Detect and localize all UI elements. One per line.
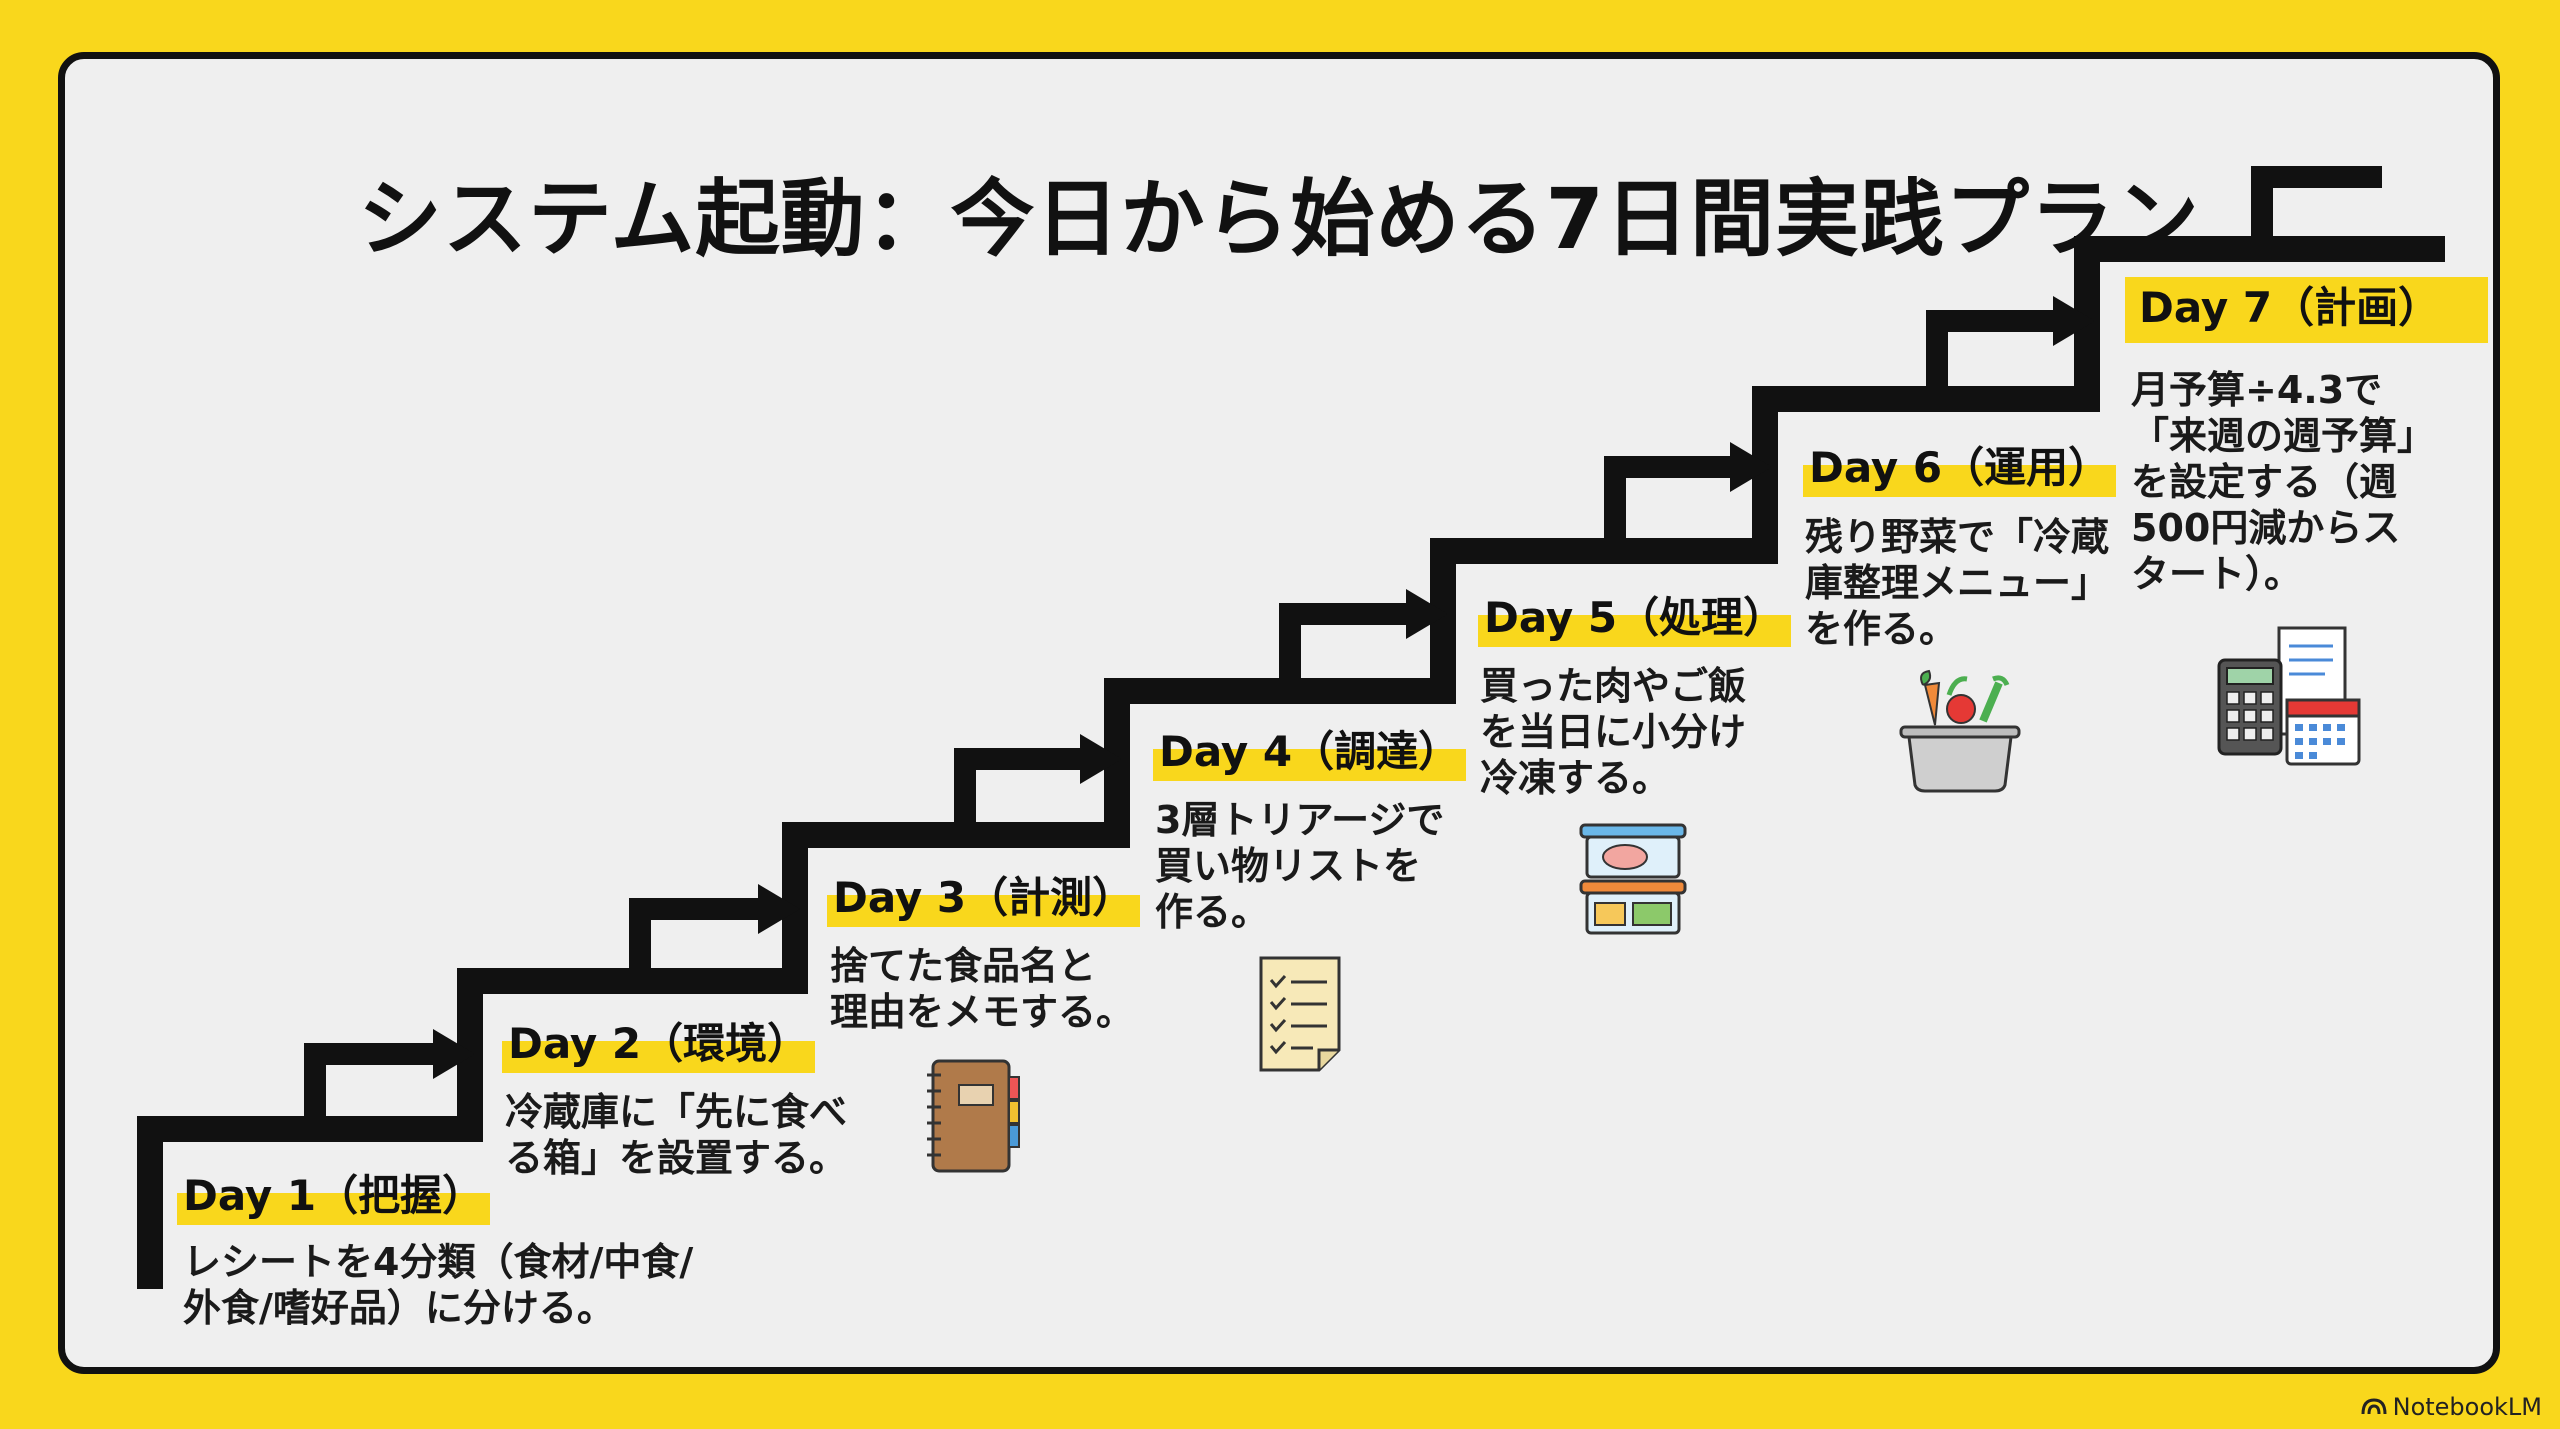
step-label-day4: Day 4（調達） [1153,723,1467,782]
vegetable-pot-icon [1899,669,2021,793]
step-text-day3: 捨てた食品名と 理由をメモする。 [830,944,1135,1034]
notebook-icon [927,1059,1020,1173]
step-text-day4: 3層トリアージで 買い物リストを 作る。 [1155,798,1445,934]
step-label-day1: Day 1（把握） [177,1167,491,1226]
brand-name: NotebookLM [2392,1393,2542,1421]
step-label-day7: Day 7（計画） [2125,277,2489,344]
slide-card: システム起動：今日から始める7日間実践プラン Day 1（把握） レシートを4分… [58,52,2500,1374]
notebooklm-logo-icon [2361,1398,2387,1415]
step-text-day5: 買った肉やご飯 を当日に小分け 冷凍する。 [1480,664,1747,800]
step-label-day5: Day 5（処理） [1478,589,1792,648]
calculator-calendar-icon [2217,626,2361,766]
step-text-day2: 冷蔵庫に「先に食べ る箱」を設置する。 [505,1090,848,1180]
step-text-day1: レシートを4分類（食材/中食/ 外食/嗜好品）に分ける。 [183,1240,694,1330]
staircase-diagram [137,166,2445,1289]
checklist-icon [1259,956,1341,1072]
step-label-day2: Day 2（環境） [502,1015,816,1074]
page-title: システム起動：今日から始める7日間実践プラン [358,170,2200,268]
step-text-day6: 残り野菜で「冷蔵 庫整理メニュー」 を作る。 [1805,515,2110,651]
arrow-heads [433,296,2095,1079]
step-label-day6: Day 6（運用） [1803,439,2117,498]
staircase-line [137,236,2445,1289]
food-containers-icon [1579,823,1687,935]
brand-watermark: NotebookLM [2361,1393,2542,1421]
step-label-day3: Day 3（計測） [827,869,1141,928]
step-text-day7: 月予算÷4.3で 「来週の週予算」 を設定する（週 500円減からス タート）。 [2131,368,2436,596]
step-arrows [304,166,2382,1119]
